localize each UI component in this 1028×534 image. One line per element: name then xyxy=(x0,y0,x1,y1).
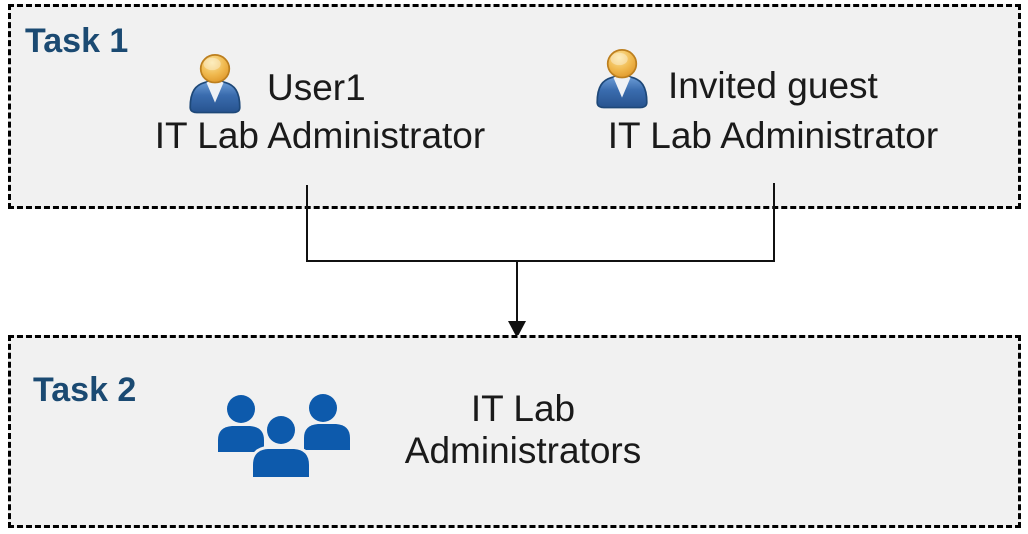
task1-label: Task 1 xyxy=(25,22,129,60)
task2-box: Task 2 IT Lab Administrators xyxy=(8,335,1021,528)
group-name: IT Lab Administrators xyxy=(373,388,673,472)
person-role: IT Lab Administrator xyxy=(154,115,486,156)
person-role: IT Lab Administrator xyxy=(607,115,939,156)
task1-box: Task 1 xyxy=(8,4,1021,209)
person-name: Invited guest xyxy=(668,65,878,106)
group-name-line1: IT Lab xyxy=(470,388,576,429)
person-icon xyxy=(596,49,648,109)
group-name-line2: Administrators xyxy=(404,430,642,471)
person-icon xyxy=(189,54,241,114)
person-name: User1 xyxy=(267,67,366,108)
task2-label: Task 2 xyxy=(33,371,137,409)
group-icon xyxy=(218,394,350,479)
